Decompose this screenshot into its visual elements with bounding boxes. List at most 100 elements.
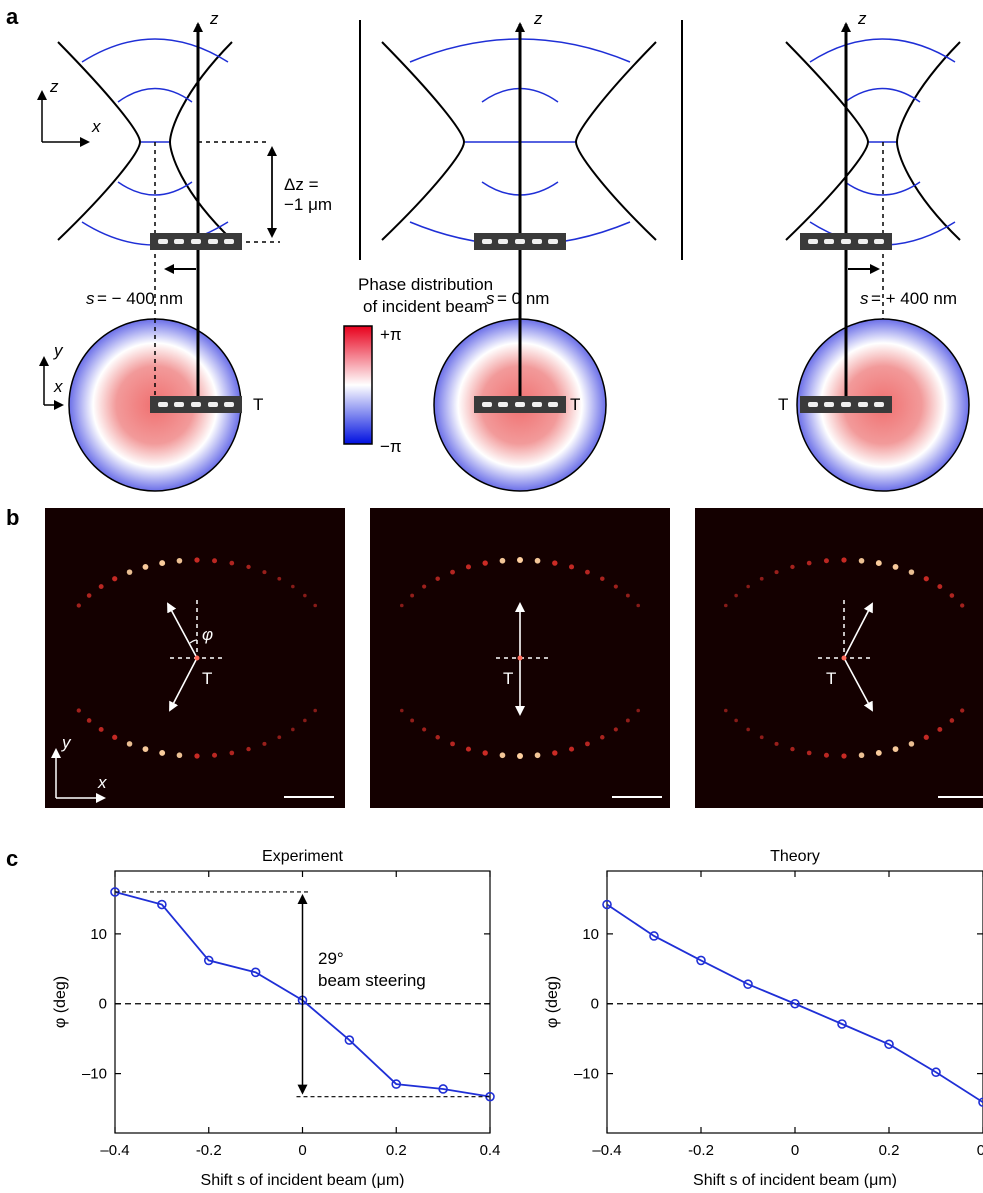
target-label-right: T [778, 395, 788, 414]
spot [823, 558, 829, 564]
spot [759, 576, 764, 581]
spot [142, 563, 149, 570]
spot [112, 576, 118, 582]
data-point [743, 979, 753, 989]
x-axis-label: Shift s of incident beam (μm) [201, 1172, 405, 1188]
panel-b-image-left: φ T y x [45, 508, 345, 808]
x-axis-label: Shift s of incident beam (μm) [693, 1172, 897, 1188]
spot [399, 708, 404, 713]
chart-title: Theory [770, 848, 820, 865]
steering-text: beam steering [318, 971, 426, 990]
spot [422, 584, 427, 589]
spot [734, 593, 738, 598]
spot [313, 708, 318, 713]
spot [142, 746, 149, 753]
x-tick-label: -0.2 [688, 1142, 714, 1159]
spot [98, 584, 104, 590]
shift-mid-s: s [486, 289, 495, 308]
y-tick-label: –10 [82, 1066, 107, 1083]
spot [76, 708, 81, 713]
spot [585, 741, 590, 747]
shift-right-label: = + 400 nm [871, 289, 957, 308]
data-point [602, 899, 612, 910]
x-tick-label: –0.4 [592, 1142, 621, 1159]
panel-b-image-middle: T [370, 508, 670, 808]
x-tick-label: 0 [791, 1142, 799, 1159]
spot [465, 746, 472, 752]
plot-frame [606, 870, 983, 1134]
spot [841, 753, 847, 759]
spot [892, 746, 899, 753]
spot [568, 746, 575, 752]
data-point [837, 1019, 847, 1029]
data-point [344, 1035, 355, 1045]
spot [923, 576, 929, 582]
data-point [978, 1097, 983, 1108]
phi-angle-label: φ [202, 625, 213, 644]
spot [482, 560, 488, 566]
axis-z-small: z [49, 77, 59, 96]
axis-x-small-a: x [53, 377, 63, 396]
spot [159, 560, 166, 567]
spot [229, 750, 235, 756]
spot [435, 735, 440, 740]
spot [534, 752, 541, 759]
x-tick-label: 0. [977, 1142, 983, 1159]
spot [552, 560, 558, 566]
spot [806, 560, 812, 566]
spot [499, 752, 506, 759]
z-axis-label-right: z [857, 9, 867, 28]
spot [303, 718, 307, 723]
chart-title: Experiment [262, 848, 343, 865]
spot [303, 593, 307, 598]
panel-a-left: z Δz = −1 μm s = − 400 nm T z x y x [37, 9, 332, 492]
z-axis-label-left: z [209, 9, 219, 28]
data-point [884, 1039, 894, 1050]
spot [746, 727, 750, 732]
spot [229, 560, 235, 566]
target-label-mid: T [570, 395, 580, 414]
x-tick-label: 0 [298, 1142, 306, 1159]
spot [759, 735, 764, 740]
spot [960, 708, 965, 713]
spot [774, 570, 779, 575]
spot [600, 576, 605, 581]
spot [774, 741, 779, 746]
spot [499, 557, 506, 564]
z-axis-label-mid: z [533, 9, 543, 28]
axis-y-small-a: y [53, 341, 64, 360]
spot [949, 718, 955, 723]
spot [86, 718, 92, 723]
spot [277, 576, 282, 581]
spot [960, 603, 965, 608]
spot [841, 557, 847, 563]
data-point [790, 998, 800, 1009]
data-point [250, 967, 261, 978]
axis-x-small: x [91, 117, 101, 136]
spot [410, 593, 415, 598]
spot [568, 564, 575, 570]
spot [86, 593, 92, 598]
spot [262, 570, 267, 575]
panel-c-letter: c [6, 846, 18, 871]
panel-b-image-right: T [695, 508, 983, 808]
spot [450, 741, 455, 747]
target-b-mid: T [503, 669, 513, 688]
spot [76, 603, 81, 608]
spot [908, 741, 915, 747]
spot [517, 557, 523, 563]
shift-mid-label: = 0 nm [497, 289, 549, 308]
spot [613, 584, 618, 589]
axis-x-b: x [97, 773, 107, 792]
spot [435, 576, 440, 581]
spot [823, 752, 829, 758]
spot [625, 718, 630, 723]
spot [908, 569, 915, 575]
data-point [438, 1084, 448, 1094]
spot [613, 727, 618, 732]
spot [937, 726, 943, 732]
delta-z-label: Δz = [284, 175, 319, 194]
spot [806, 750, 812, 756]
